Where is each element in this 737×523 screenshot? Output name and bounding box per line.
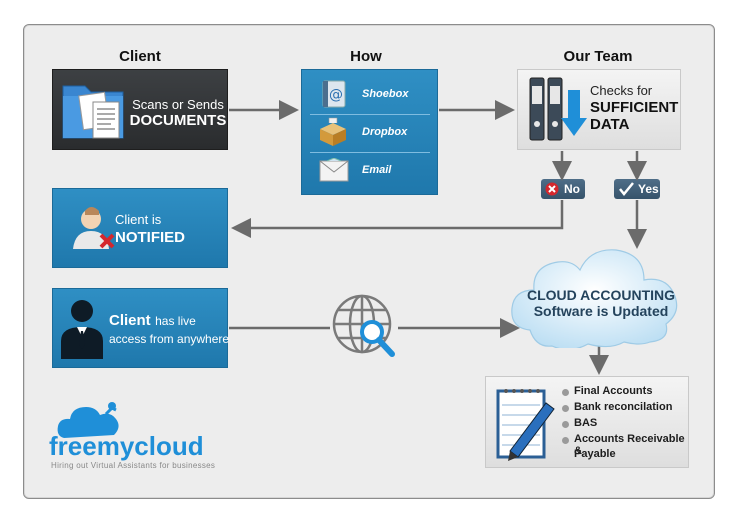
header-client: Client — [119, 48, 161, 65]
notified-label-line2: NOTIFIED — [115, 229, 185, 246]
output-bullet — [562, 437, 569, 444]
notepad-pen-icon — [496, 389, 555, 461]
documents-icon — [62, 85, 124, 139]
checks-label-line3: DATA — [590, 116, 630, 133]
output-item: Bank reconcilation — [574, 401, 673, 413]
output-bullet — [562, 421, 569, 428]
checks-label-line1: Checks for — [590, 83, 653, 98]
client-notified-box: Client is NOTIFIED — [52, 188, 228, 268]
checks-box: Checks for SUFFICIENT DATA — [517, 69, 681, 150]
cloud-label-line1: CLOUD ACCOUNTING — [526, 287, 676, 303]
header-how: How — [350, 48, 382, 65]
output-item: Final Accounts — [574, 385, 653, 397]
arrow-no-to-notified — [231, 200, 564, 238]
box-icon — [320, 117, 346, 146]
decision-yes: Yes — [614, 179, 660, 199]
user-warning-icon — [73, 207, 115, 249]
method-label-dropbox: Dropbox — [362, 126, 408, 138]
checks-label-line2: SUFFICIENT — [590, 99, 679, 116]
header-our-team: Our Team — [563, 48, 633, 65]
logo-tagline: Hiring out Virtual Assistants for busine… — [51, 461, 216, 470]
outputs-box: Final Accounts Bank reconcilation BAS Ac… — [485, 376, 689, 468]
svg-text:@: @ — [329, 87, 343, 103]
access-label-line2: access from anywhere — [109, 332, 230, 346]
scan-label-line1: Scans or Sends — [132, 97, 224, 112]
decision-yes-label: Yes — [638, 182, 659, 196]
method-email: Email — [302, 152, 438, 188]
at-sign-icon: @ — [322, 80, 346, 108]
output-bullet — [562, 405, 569, 412]
cloud-shape — [511, 249, 678, 348]
method-shoebox: @ Shoebox — [302, 76, 438, 112]
output-item: BAS — [574, 417, 598, 429]
scan-documents-box: Scans or Sends DOCUMENTS — [52, 69, 228, 150]
cross-icon — [545, 182, 559, 196]
client-access-box: Client has live access from anywhere — [52, 288, 230, 368]
envelope-icon — [319, 158, 349, 182]
how-methods-box: @ Shoebox Dropbox Email — [301, 69, 438, 195]
output-bullet — [562, 389, 569, 396]
cloud-label-line2: Software is Updated — [533, 303, 669, 319]
globe-search-icon — [332, 294, 395, 357]
logo-wordmark: freemycloud — [49, 431, 204, 461]
output-item: Accounts Receivable & — [574, 433, 685, 457]
method-label-email: Email — [362, 164, 392, 176]
access-label-rest: has live — [155, 314, 196, 328]
logo-cloud-icon — [57, 402, 119, 438]
output-item-continued: Payable — [574, 448, 616, 460]
binders-icon — [529, 77, 587, 141]
businessman-icon — [61, 300, 103, 359]
method-divider — [310, 114, 430, 115]
check-icon — [619, 182, 634, 196]
scan-label-line2: DOCUMENTS — [129, 112, 227, 129]
decision-no: No — [541, 179, 585, 199]
notified-label-line1: Client is — [115, 212, 162, 227]
method-label-shoebox: Shoebox — [362, 88, 409, 100]
access-label-bold: Client — [109, 312, 151, 329]
decision-no-label: No — [564, 182, 580, 196]
method-divider — [310, 152, 430, 153]
method-dropbox: Dropbox — [302, 114, 438, 150]
